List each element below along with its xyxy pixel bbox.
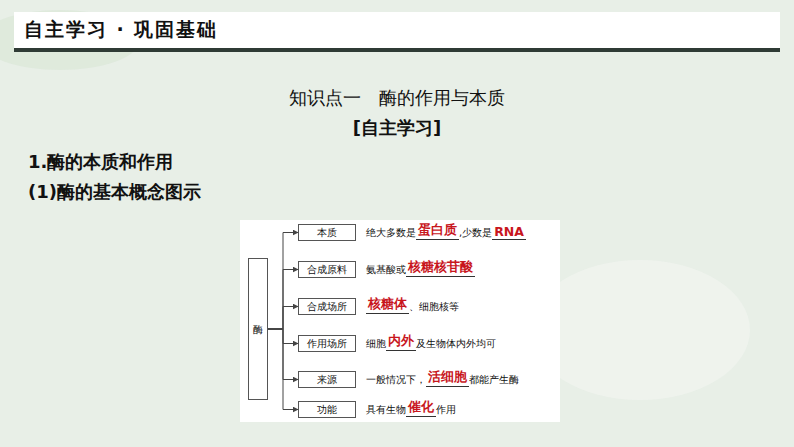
concept-box: 合成原料 [298, 261, 356, 278]
header-rule [14, 48, 780, 52]
point-heading: 1.酶的本质和作用 [28, 150, 173, 174]
answer-text: 活细胞 [426, 369, 469, 387]
node-label: 本质 [317, 227, 337, 238]
subheading: [自主学习] [0, 116, 794, 140]
description-text: 都能产生酶 [469, 373, 519, 387]
description-row: 细胞内外及生物体内外均可 [366, 333, 496, 351]
answer-text: RNA [492, 224, 526, 240]
description-text: 及生物体内外均可 [416, 337, 496, 351]
answer-text: 核糖核苷酸 [406, 259, 475, 277]
concept-box: 本质 [298, 224, 356, 241]
description-text: 具有生物 [366, 403, 406, 417]
root-box: 酶 [248, 258, 268, 400]
flower-watermark [530, 260, 750, 400]
description-text: ,少数是 [459, 226, 492, 240]
header-panel [14, 12, 780, 48]
point-heading: (1)酶的基本概念图示 [28, 180, 201, 204]
node-label: 酶 [253, 324, 263, 335]
node-label: 来源 [317, 374, 337, 385]
description-row: 绝大多数是蛋白质,少数是RNA [366, 222, 526, 240]
description-row: 核糖体、细胞核等 [366, 296, 459, 314]
description-text: 氨基酸或 [366, 263, 406, 277]
description-row: 具有生物催化作用 [366, 399, 456, 417]
answer-text: 核糖体 [366, 296, 409, 314]
node-label: 合成原料 [307, 264, 347, 275]
tree-connector [268, 329, 298, 410]
concept-box: 来源 [298, 371, 356, 388]
section-title: 知识点一 酶的作用与本质 [0, 86, 794, 110]
node-label: 作用场所 [307, 338, 347, 349]
description-text: 一般情况下， [366, 373, 426, 387]
node-label: 功能 [317, 404, 337, 415]
answer-text: 内外 [386, 333, 416, 351]
node-label: 合成场所 [307, 301, 347, 312]
header-text: 自主学习 · 巩固基础 [24, 17, 218, 43]
concept-box: 功能 [298, 401, 356, 418]
description-text: 绝大多数是 [366, 226, 416, 240]
description-row: 一般情况下，活细胞都能产生酶 [366, 369, 519, 387]
description-text: 细胞 [366, 337, 386, 351]
tree-connector [268, 233, 298, 330]
tree-connector [268, 307, 298, 330]
tree-connector [268, 270, 298, 330]
concept-box: 合成场所 [298, 298, 356, 315]
answer-text: 催化 [406, 399, 436, 417]
concept-box: 作用场所 [298, 335, 356, 352]
description-row: 氨基酸或核糖核苷酸 [366, 259, 475, 277]
answer-text: 蛋白质 [416, 222, 459, 240]
description-text: 作用 [436, 403, 456, 417]
description-text: 、细胞核等 [409, 300, 459, 314]
diagram-panel [240, 220, 560, 422]
